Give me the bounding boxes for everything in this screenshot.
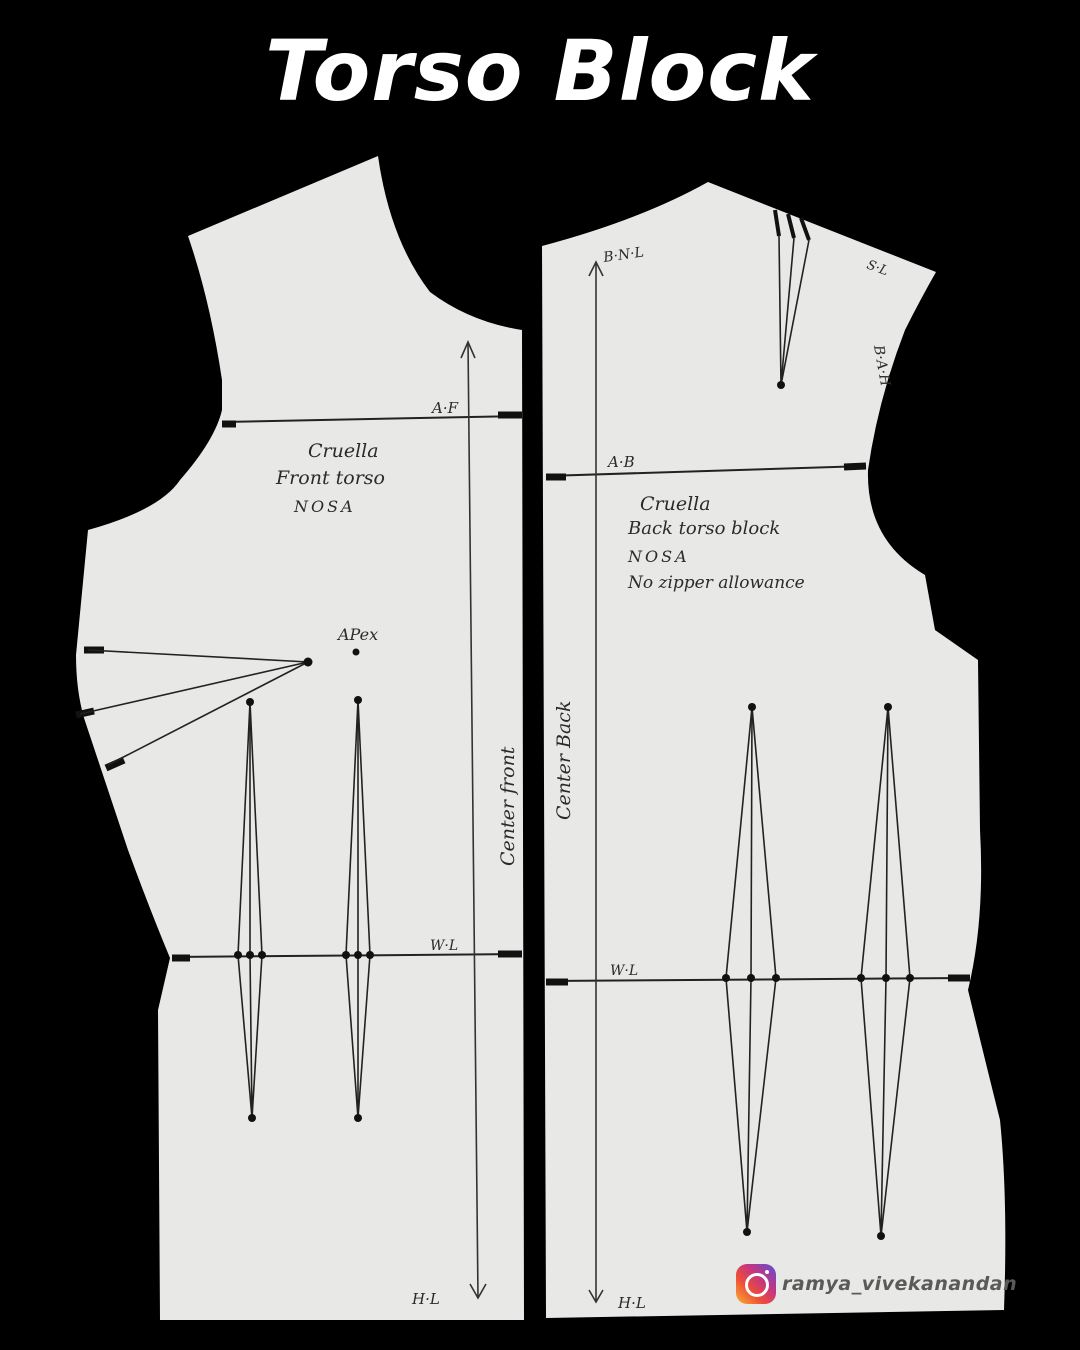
back-waist-label: W·L	[610, 963, 638, 979]
center-back-label: Center Back	[553, 701, 575, 820]
back-paper	[542, 182, 1006, 1318]
back-note-line4: No zipper allowance	[627, 573, 805, 593]
back-neck-label: B·N·L	[601, 244, 645, 266]
back-note-line1: Cruella	[640, 493, 711, 515]
center-front-label: Center front	[497, 746, 519, 866]
front-armhole-label: A·F	[430, 399, 459, 417]
instagram-credit[interactable]: ramya_vivekanandan	[736, 1262, 1017, 1306]
instagram-icon	[736, 1264, 776, 1304]
back-armhole-label: B·A·H	[870, 343, 893, 388]
page-title: Torso Block	[265, 22, 815, 120]
across-back-label: A·B	[606, 453, 635, 471]
front-note-line2: Front torso	[275, 467, 385, 489]
back-torso-piece: B·N·L S·L B·A·H A·B Cruella Back torso b…	[542, 182, 1006, 1318]
back-hip-label: H·L	[617, 1294, 646, 1312]
front-hip-label: H·L	[411, 1290, 440, 1308]
back-note-line3: NOSA	[627, 547, 690, 566]
front-torso-piece: A·F Cruella Front torso NOSA APex W·L H·…	[75, 156, 524, 1320]
back-note-line2: Back torso block	[627, 518, 780, 539]
shoulder-label: S·L	[865, 258, 890, 280]
instagram-handle[interactable]: ramya_vivekanandan	[782, 1273, 1018, 1295]
front-waist-label: W·L	[430, 938, 458, 954]
front-note-line1: Cruella	[308, 440, 379, 462]
apex-label: APex	[336, 625, 378, 644]
front-paper	[76, 156, 524, 1320]
front-note-line3: NOSA	[293, 497, 356, 516]
